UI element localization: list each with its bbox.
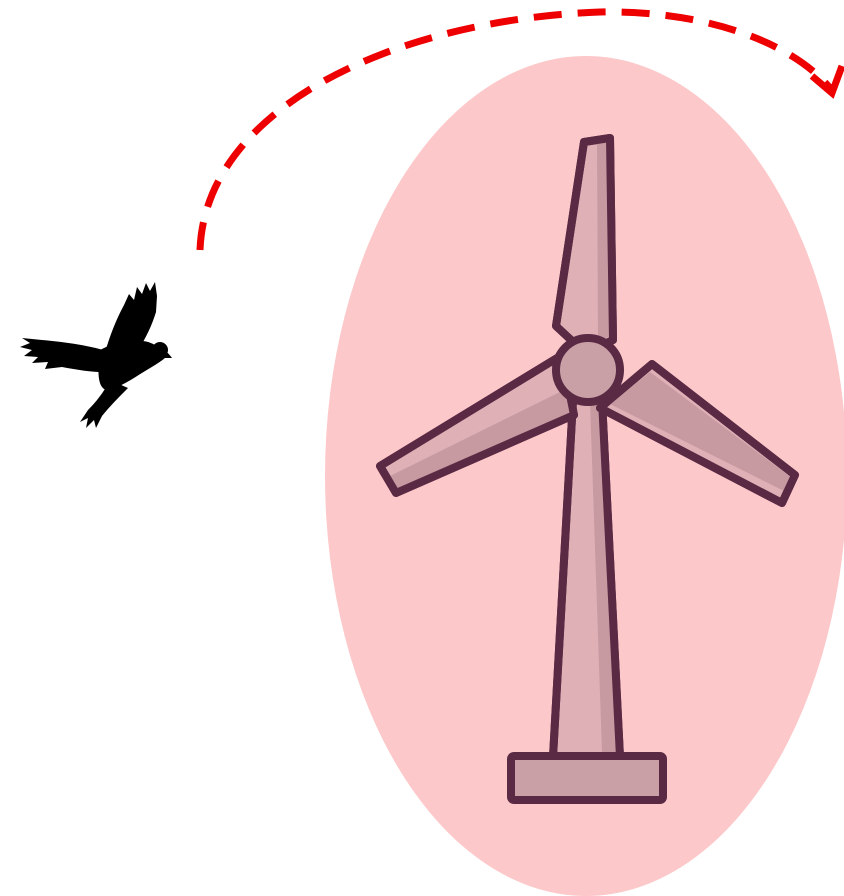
turbine-hub: [556, 338, 620, 402]
bird-head: [152, 342, 168, 358]
bird-left-wing: [20, 338, 112, 372]
turbine-base: [511, 756, 663, 800]
arrow-head-icon: [812, 66, 842, 93]
bird-silhouette-icon: [20, 282, 172, 428]
